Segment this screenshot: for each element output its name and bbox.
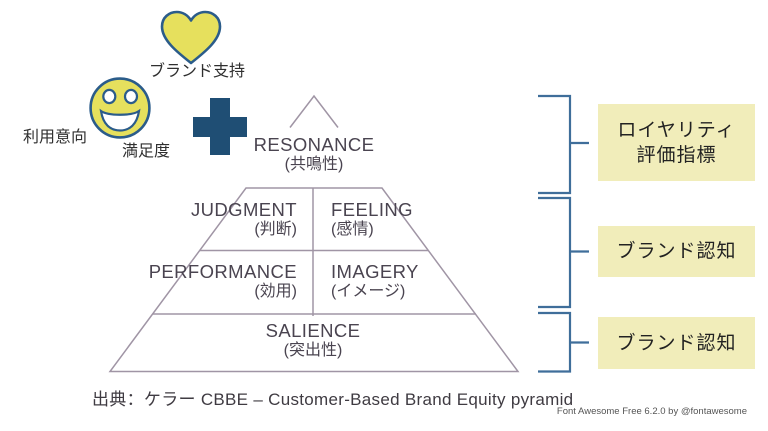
fontawesome-attribution: Font Awesome Free 6.2.0 by @fontawesome [556, 406, 747, 417]
bracket-salience [538, 311, 589, 373]
pyramid-level-feeling: FEELING (感情) [331, 199, 501, 240]
salience-sublabel: (突出性) [283, 342, 343, 359]
resonance-label: RESONANCE [253, 134, 375, 155]
heart-label: ブランド支持 [149, 63, 246, 80]
usage-intent-label: 利用意向 [23, 129, 88, 146]
pyramid-level-imagery: IMAGERY (イメージ) [331, 261, 511, 302]
legend-box-brand-recognition-1: ブランド認知 [598, 226, 755, 277]
feeling-sublabel: (感情) [331, 221, 374, 238]
imagery-sublabel: (イメージ) [331, 283, 406, 300]
judgment-label: JUDGMENT [191, 199, 297, 220]
pyramid-level-judgment: JUDGMENT (判断) [137, 199, 297, 240]
bracket-middle-levels [538, 196, 589, 309]
salience-label: SALIENCE [265, 320, 361, 341]
performance-label: PERFORMANCE [148, 261, 297, 282]
pyramid-outline [108, 94, 520, 373]
performance-sublabel: (効用) [254, 283, 297, 300]
pyramid-level-salience: SALIENCE (突出性) [233, 320, 393, 361]
source-caption: 出典：ケラー CBBE – Customer-Based Brand Equit… [92, 390, 574, 409]
legend-box-brand-recognition-2-label: ブランド認知 [616, 332, 737, 354]
resonance-sublabel: (共鳴性) [284, 156, 344, 173]
pyramid-level-performance: PERFORMANCE (効用) [77, 261, 297, 302]
legend-box-loyalty-metrics: ロイヤリティ 評価指標 [598, 104, 755, 181]
judgment-sublabel: (判断) [254, 221, 297, 238]
bracket-resonance [538, 94, 589, 195]
satisfaction-label: 満足度 [122, 143, 171, 160]
legend-box-loyalty-line1: ロイヤリティ [617, 119, 736, 141]
legend-box-brand-recognition-1-label: ブランド認知 [616, 241, 737, 262]
face-smile-icon [89, 77, 151, 139]
legend-box-brand-recognition-2: ブランド認知 [598, 317, 755, 369]
plus-icon [193, 98, 247, 155]
heart-icon [160, 10, 222, 65]
pyramid-level-resonance: RESONANCE (共鳴性) [234, 134, 394, 175]
feeling-label: FEELING [331, 199, 413, 220]
imagery-label: IMAGERY [331, 261, 419, 282]
legend-box-loyalty-line2: 評価指標 [636, 144, 717, 166]
